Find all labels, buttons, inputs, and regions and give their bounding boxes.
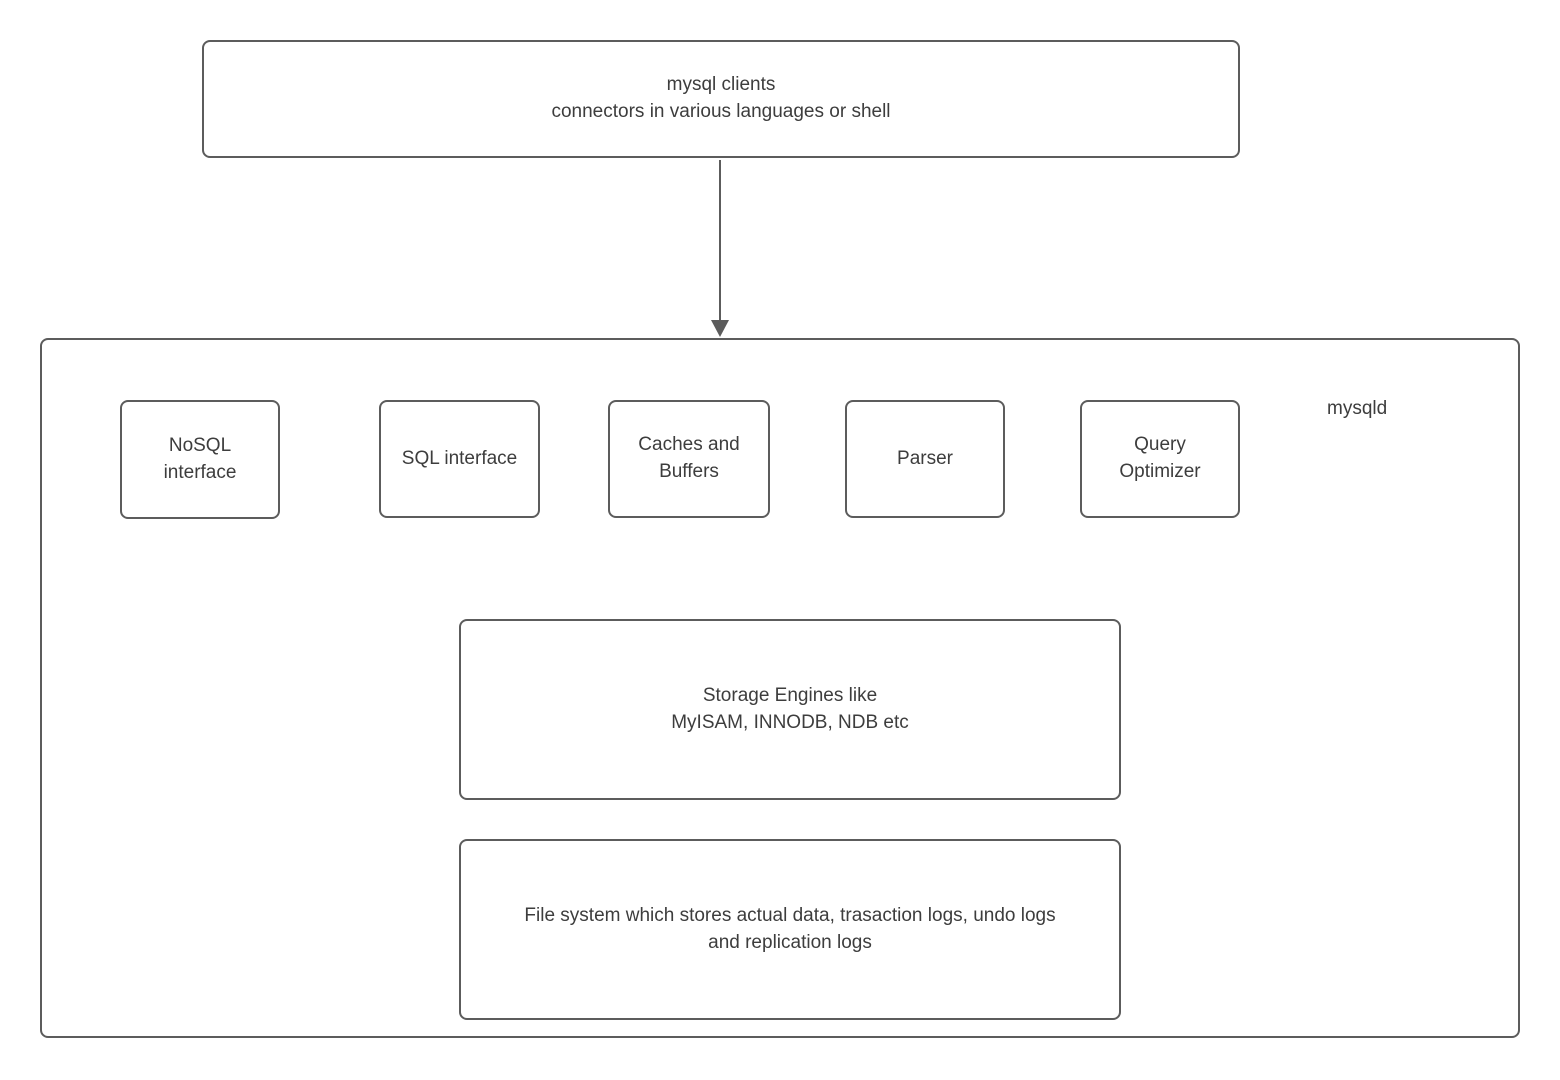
query-optimizer-box: Query Optimizer [1080,400,1240,518]
mysql-clients-label: mysql clients connectors in various lang… [551,74,891,122]
mysql-clients-box: mysql clients connectors in various lang… [202,40,1240,158]
caches-buffers-label: Caches and Buffers [638,434,740,482]
query-optimizer-label: Query Optimizer [1119,434,1201,482]
file-system-label: File system which stores actual data, tr… [524,904,1056,953]
sql-interface-box: SQL interface [379,400,540,518]
storage-engines-box: Storage Engines like MyISAM, INNODB, NDB… [459,619,1121,800]
nosql-interface-box: NoSQL interface [120,400,280,519]
parser-label: Parser [897,447,953,469]
arrow-line [719,160,721,322]
file-system-box: File system which stores actual data, tr… [459,839,1121,1020]
storage-engines-label: Storage Engines like MyISAM, INNODB, NDB… [671,684,909,733]
sql-interface-label: SQL interface [401,447,518,469]
caches-buffers-box: Caches and Buffers [608,400,770,518]
mysqld-label: mysqld [1327,398,1388,419]
arrow-head-icon [711,320,729,337]
nosql-interface-label: NoSQL interface [163,434,237,483]
parser-box: Parser [845,400,1005,518]
